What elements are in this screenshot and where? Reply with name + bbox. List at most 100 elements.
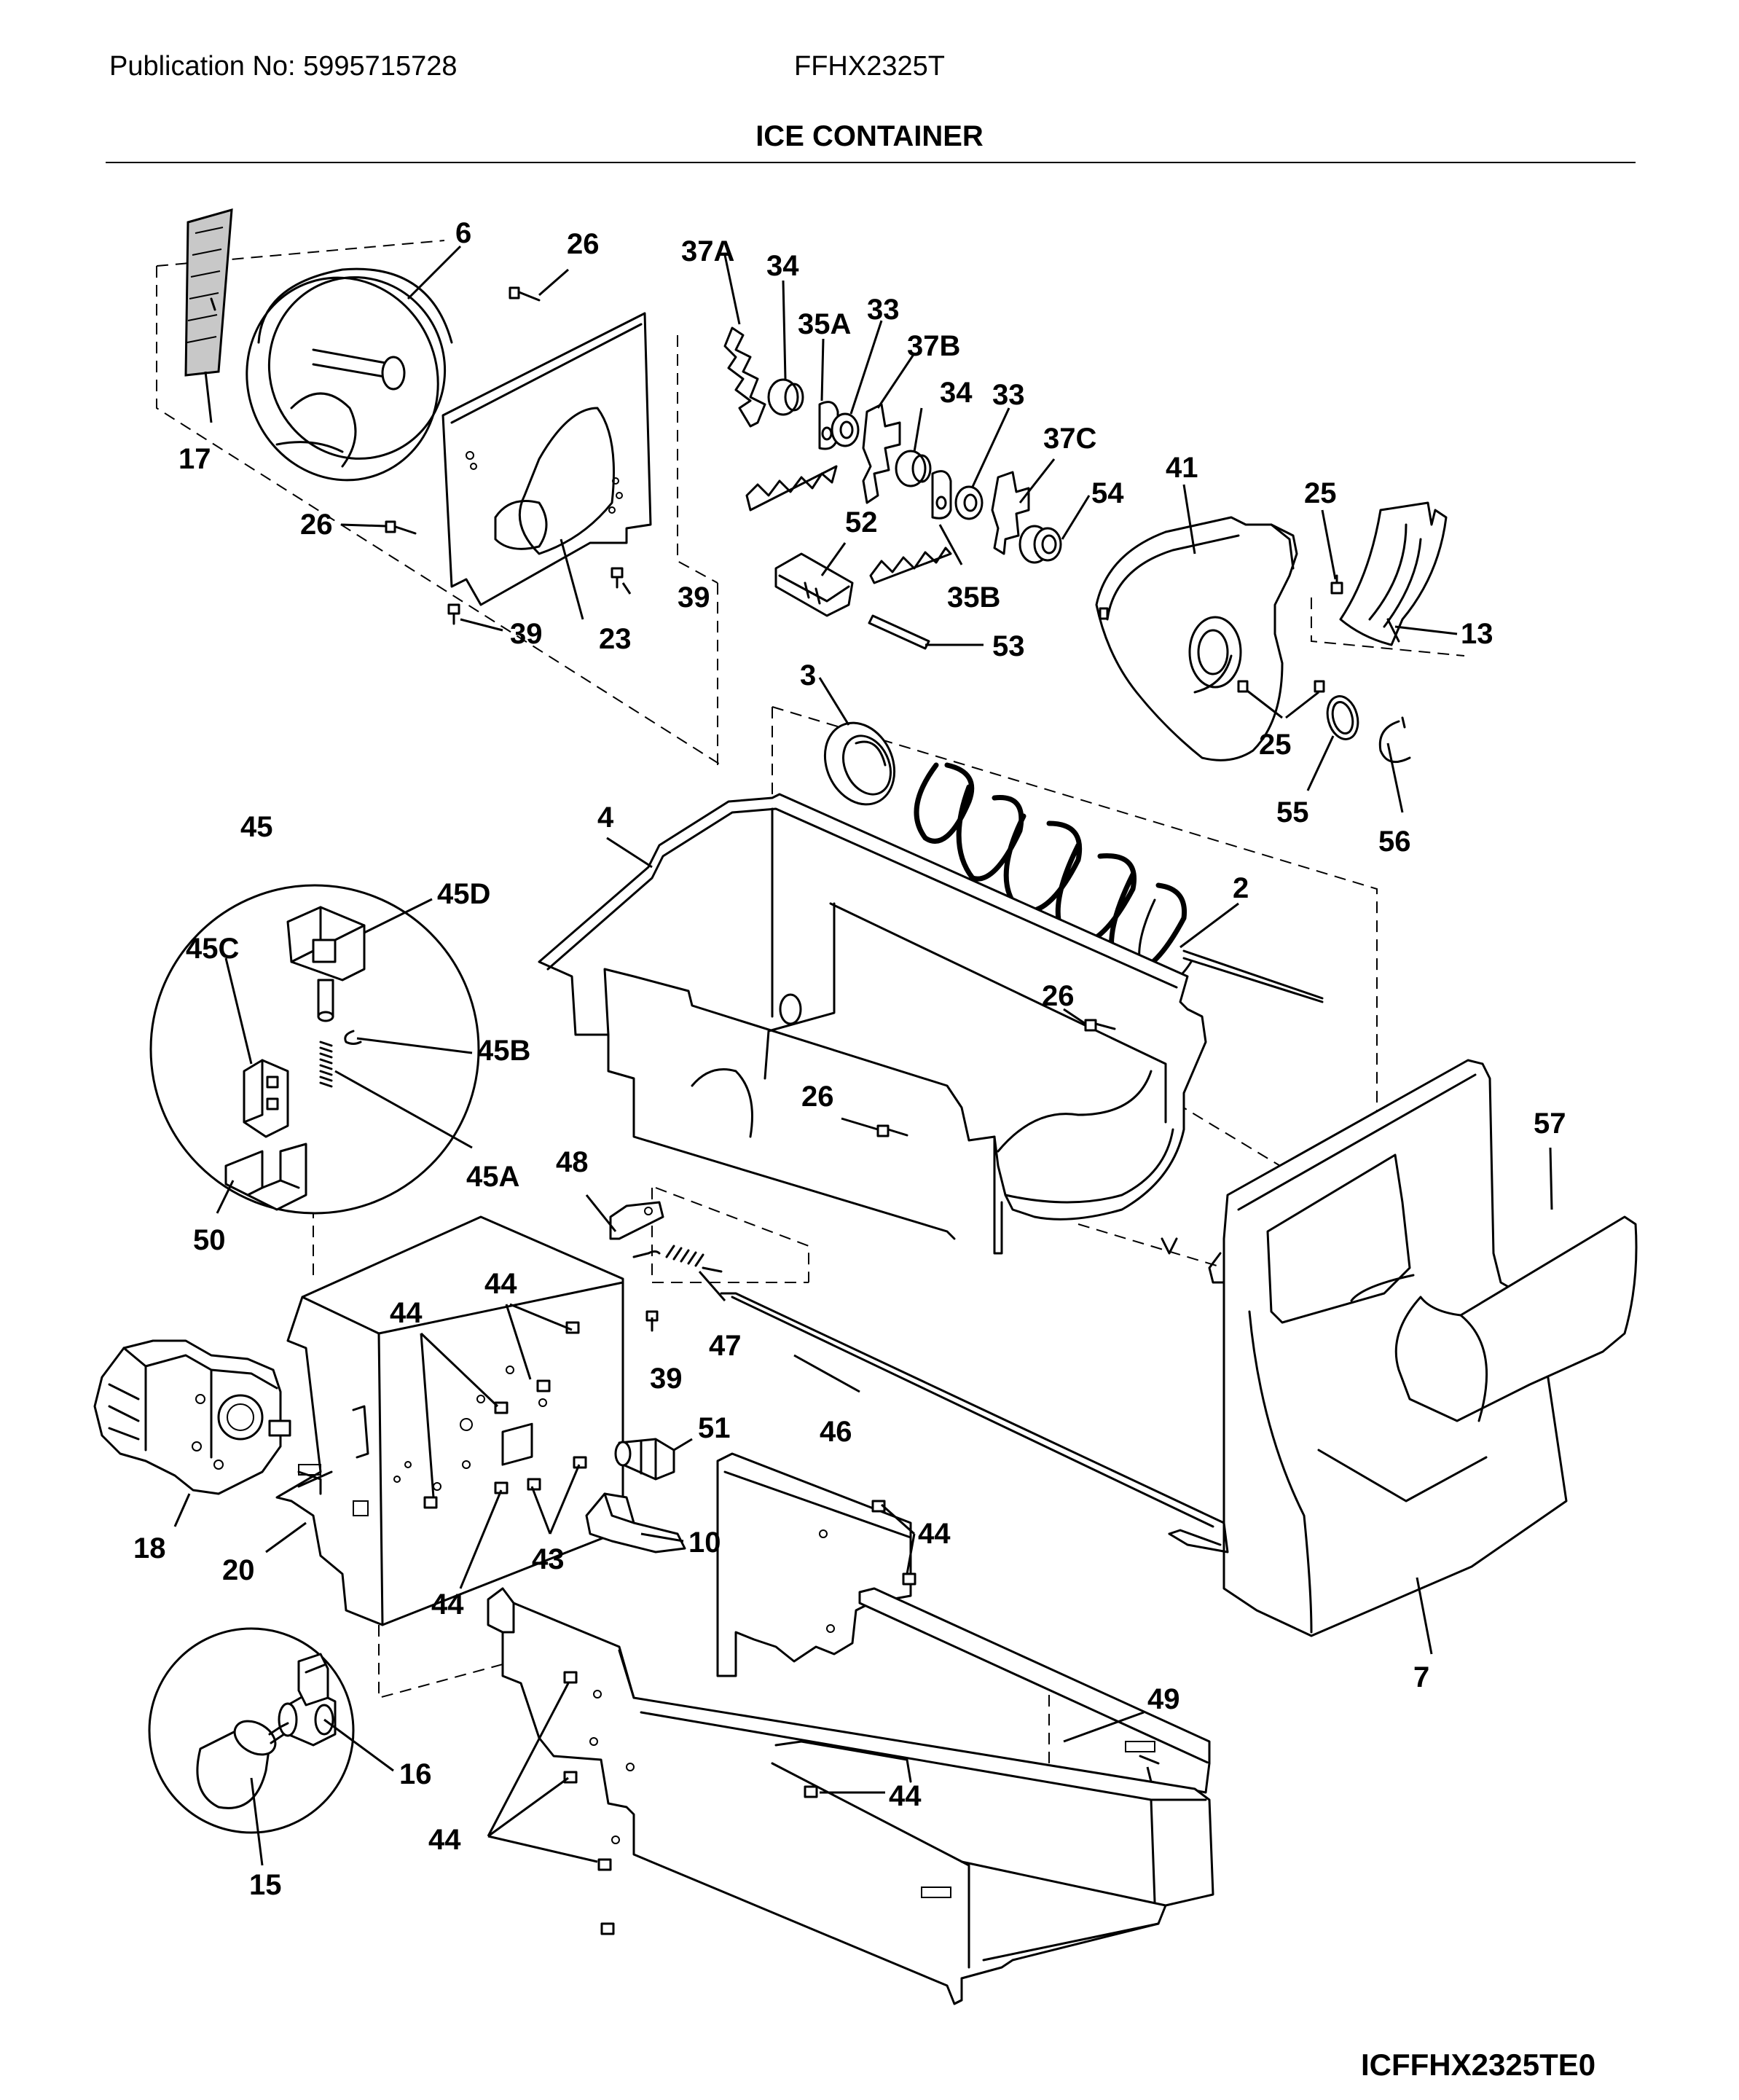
title-divider xyxy=(106,162,1636,163)
screws-44-mount xyxy=(423,1321,587,1509)
screws-25 xyxy=(1237,574,1343,693)
label-51: 51 xyxy=(698,1412,731,1444)
label-53: 53 xyxy=(992,630,1025,662)
publication-number: Publication No: 5995715728 xyxy=(109,51,458,82)
part-20-motor-mount xyxy=(275,1215,624,1626)
label-44: 44 xyxy=(484,1268,517,1300)
label-45b: 45B xyxy=(477,1035,530,1067)
label-48: 48 xyxy=(556,1146,589,1178)
label-54: 54 xyxy=(1091,477,1124,509)
part-10-cam xyxy=(585,1492,686,1554)
label-20: 20 xyxy=(222,1554,255,1586)
part-lower-base-plate xyxy=(487,1587,1214,2005)
label-47: 47 xyxy=(709,1330,742,1362)
label-44: 44 xyxy=(889,1780,922,1812)
leader-lines xyxy=(173,245,1553,1866)
label-39: 39 xyxy=(650,1363,683,1395)
label-57: 57 xyxy=(1534,1108,1566,1140)
label-39: 39 xyxy=(510,618,543,650)
label-13: 13 xyxy=(1461,618,1493,650)
label-26: 26 xyxy=(300,509,333,541)
part-48-bracket xyxy=(609,1201,664,1240)
label-44: 44 xyxy=(918,1518,951,1550)
label-34: 34 xyxy=(940,377,973,409)
part-55-o-ring xyxy=(1326,695,1359,740)
label-26: 26 xyxy=(1042,980,1075,1012)
drawing-code: ICFFHX2325TE0 xyxy=(1361,2048,1596,2082)
screws-26-bin xyxy=(876,1019,1116,1137)
label-10: 10 xyxy=(688,1527,721,1559)
label-50: 50 xyxy=(193,1224,226,1256)
label-46: 46 xyxy=(820,1416,852,1448)
part-labels: 6 26 37A 34 35A 33 37B 34 33 37C 41 54 2… xyxy=(133,217,1566,1901)
part-13-chute xyxy=(1339,501,1448,646)
label-3: 3 xyxy=(800,659,816,691)
part-56-clip xyxy=(1378,716,1411,764)
label-45a: 45A xyxy=(466,1161,519,1193)
screws-upper-left xyxy=(385,286,624,625)
label-23: 23 xyxy=(599,623,632,655)
label-4: 4 xyxy=(597,802,614,834)
label-37a: 37A xyxy=(681,235,734,267)
part-51-coupler xyxy=(614,1438,675,1481)
part-37a-gear-spring xyxy=(723,326,838,512)
part-6-auger-drum xyxy=(246,267,453,482)
label-26: 26 xyxy=(567,228,600,260)
label-56: 56 xyxy=(1378,826,1411,858)
part-46-rod xyxy=(720,1292,1229,1554)
part-37c-gear-spring xyxy=(991,471,1030,555)
label-37c: 37C xyxy=(1043,423,1096,455)
label-49: 49 xyxy=(1147,1683,1180,1715)
part-47-spring xyxy=(632,1245,723,1273)
part-34-bushing-a xyxy=(767,378,804,416)
label-25: 25 xyxy=(1259,729,1292,761)
part-17-filter xyxy=(184,208,233,377)
page-title: ICE CONTAINER xyxy=(755,120,984,152)
label-37b: 37B xyxy=(907,330,960,362)
part-33-washer-b xyxy=(954,485,984,520)
label-44: 44 xyxy=(431,1588,464,1621)
part-53-pin xyxy=(868,614,930,650)
label-15: 15 xyxy=(249,1869,282,1901)
detail-15-16-circle xyxy=(148,1627,355,1834)
label-2: 2 xyxy=(1233,872,1249,904)
part-54-bushing xyxy=(1018,525,1062,564)
part-4-ice-bin xyxy=(538,793,1207,1255)
label-26: 26 xyxy=(801,1081,834,1113)
label-33: 33 xyxy=(867,294,900,326)
part-upper-slide-plate xyxy=(716,1452,912,1677)
label-41: 41 xyxy=(1166,452,1198,484)
part-57-door-flap xyxy=(1394,1215,1638,1422)
part-52-actuator xyxy=(774,552,854,617)
label-52: 52 xyxy=(845,506,878,538)
label-39: 39 xyxy=(678,581,710,614)
label-45: 45 xyxy=(240,811,273,843)
model-number: FFHX2325T xyxy=(794,51,945,82)
label-45c: 45C xyxy=(186,933,239,965)
label-34: 34 xyxy=(766,250,799,282)
label-55: 55 xyxy=(1276,796,1309,828)
label-6: 6 xyxy=(455,217,471,249)
label-35b: 35B xyxy=(947,581,1000,614)
part-18-drive-motor xyxy=(93,1339,291,1495)
part-3-bearing xyxy=(823,721,896,806)
label-44: 44 xyxy=(390,1297,423,1329)
label-35a: 35A xyxy=(798,308,851,340)
label-43: 43 xyxy=(532,1543,565,1575)
part-37b-gear-spring xyxy=(862,403,901,504)
label-17: 17 xyxy=(178,443,211,475)
detail-45-circle xyxy=(149,884,480,1215)
label-18: 18 xyxy=(133,1532,166,1564)
part-33-washer-a xyxy=(831,412,860,447)
part-23-rear-plate xyxy=(441,312,652,606)
label-44: 44 xyxy=(428,1824,461,1856)
label-25: 25 xyxy=(1304,477,1337,509)
label-33: 33 xyxy=(992,379,1025,411)
label-7: 7 xyxy=(1413,1661,1429,1693)
part-34-bushing-b xyxy=(895,450,932,487)
part-41-front-housing xyxy=(1095,516,1298,761)
part-35b-link xyxy=(869,470,952,584)
label-45d: 45D xyxy=(437,878,490,910)
